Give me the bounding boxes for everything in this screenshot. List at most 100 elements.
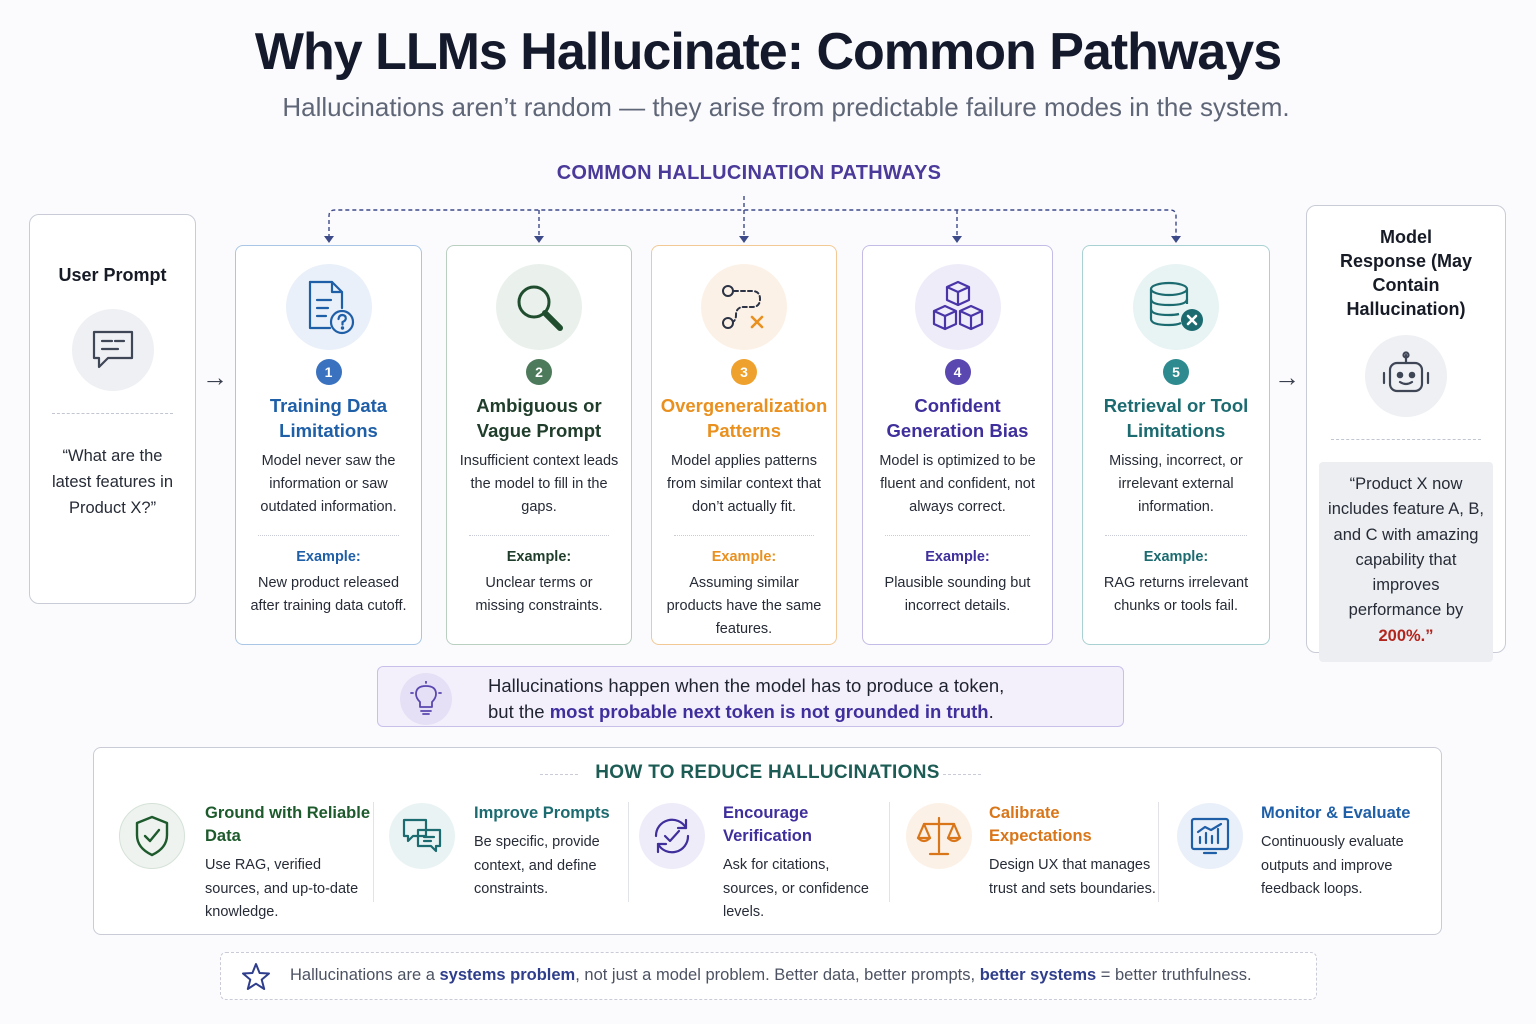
pathway-number-badge: 3	[731, 359, 757, 385]
insight-callout: Hallucinations happen when the model has…	[377, 666, 1124, 727]
chat-bubble-icon	[71, 309, 154, 391]
heading-rule-left	[540, 774, 578, 775]
pathway-divider	[1105, 535, 1247, 536]
insight-line-2: but the most probable next token is not …	[488, 699, 1004, 725]
reduce-item-description: Design UX that manages trust and sets bo…	[989, 857, 1156, 897]
lightbulb-icon	[400, 673, 452, 725]
footer-text: Hallucinations are a systems problem, no…	[290, 966, 1252, 985]
pathway-card-overgeneralization: 3 Overgeneralization Patterns Model appl…	[651, 245, 837, 645]
path-x-icon	[701, 264, 787, 350]
database-x-icon	[1133, 264, 1219, 350]
reduce-item-calibrate: Calibrate Expectations Design UX that ma…	[906, 800, 1161, 920]
model-response-quote-highlight: 200%.”	[1378, 626, 1434, 645]
pathway-number-badge: 1	[315, 359, 342, 385]
reduce-divider	[373, 802, 374, 902]
pathway-title: Ambiguous or Vague Prompt	[476, 395, 602, 441]
pathway-description: Model never saw the information or saw o…	[260, 453, 397, 515]
reduce-item-verification: Encourage Verification Ask for citations…	[639, 800, 889, 920]
reduce-hallucinations-panel: HOW TO REDUCE HALLUCINATIONS Ground with…	[93, 747, 1442, 935]
footer-highlight-2: better systems	[979, 966, 1097, 984]
page-subtitle: Hallucinations aren’t random — they aris…	[282, 92, 1290, 122]
chart-monitor-icon	[1177, 803, 1243, 869]
arrow-right-icon: →	[202, 362, 228, 392]
pathway-divider	[469, 535, 609, 536]
pathway-description: Model applies patterns from similar cont…	[667, 453, 821, 515]
footer-part-3: = better truthfulness.	[1096, 966, 1252, 984]
chat-edit-icon	[389, 803, 455, 869]
page-title: Why LLMs Hallucinate: Common Pathways	[254, 23, 1282, 81]
pathway-divider	[674, 535, 814, 536]
pathway-divider	[885, 535, 1030, 536]
reduce-item-improve-prompts: Improve Prompts Be specific, provide con…	[389, 800, 619, 920]
pathway-description: Missing, incorrect, or irrelevant extern…	[1109, 453, 1243, 515]
pathways-heading: COMMON HALLUCINATION PATHWAYS	[556, 162, 942, 184]
reduce-item-description: Use RAG, verified sources, and up-to-dat…	[205, 857, 359, 920]
pathway-title: Overgeneralization Patterns	[660, 395, 828, 441]
reduce-item-title: Encourage Verification	[723, 804, 812, 845]
pathway-title: Retrieval or Tool Limitations	[1103, 395, 1249, 441]
insight-line-2-prefix: but the	[488, 701, 550, 722]
pathway-card-training-data: 1 Training Data Limitations Model never …	[235, 245, 422, 645]
pathway-example: Assuming similar products have the same …	[666, 575, 822, 637]
cubes-icon	[914, 264, 1001, 350]
scales-icon	[906, 803, 972, 869]
reduce-divider	[889, 802, 890, 902]
pathway-example: New product released after training data…	[250, 575, 407, 614]
reduce-item-ground-data: Ground with Reliable Data Use RAG, verif…	[119, 800, 374, 920]
pathway-number-badge: 4	[944, 359, 971, 385]
user-prompt-title: User Prompt	[58, 265, 167, 285]
reduce-item-description: Ask for citations, sources, or confidenc…	[723, 857, 869, 920]
pathway-connector	[324, 196, 1181, 243]
user-prompt-quote: “What are the latest features in Product…	[51, 447, 174, 517]
insight-highlight: most probable next token is not grounded…	[549, 701, 989, 722]
insight-line-2-suffix: .	[988, 701, 994, 722]
model-response-divider	[1331, 439, 1481, 440]
insight-text: Hallucinations happen when the model has…	[488, 673, 1004, 725]
pathway-example-label: Example:	[506, 549, 572, 565]
magnifier-icon	[496, 264, 582, 350]
pathway-example: Plausible sounding but incorrect details…	[884, 575, 1031, 614]
footer-part-2: , not just a model problem. Better data,…	[575, 966, 980, 984]
pathway-title: Training Data Limitations	[269, 395, 388, 441]
pathway-example-label: Example:	[296, 549, 361, 565]
footer-part-1: Hallucinations are a	[290, 966, 440, 984]
model-response-card: Model Response (May Contain Hallucinatio…	[1306, 205, 1506, 663]
pathway-divider	[258, 535, 399, 536]
model-response-quote: “Product X now includes feature A, B, an…	[1319, 462, 1493, 663]
reduce-item-description: Be specific, provide context, and define…	[474, 834, 600, 897]
reduce-heading: HOW TO REDUCE HALLUCINATIONS	[595, 762, 940, 783]
reduce-divider	[628, 802, 629, 902]
pathway-card-retrieval-tool: 5 Retrieval or Tool Limitations Missing,…	[1082, 245, 1270, 645]
arrow-right-icon: →	[1274, 362, 1300, 392]
document-question-icon	[285, 264, 372, 350]
pathway-title: Confident Generation Bias	[886, 395, 1029, 441]
robot-icon	[1365, 335, 1447, 417]
model-response-quote-text: “Product X now includes feature A, B, an…	[1328, 475, 1484, 620]
footer-highlight-1: systems problem	[439, 966, 576, 984]
pathway-example-label: Example:	[1143, 549, 1209, 565]
reduce-divider	[1158, 802, 1159, 902]
insight-line-1: Hallucinations happen when the model has…	[488, 675, 1005, 696]
footer-callout: Hallucinations are a systems problem, no…	[220, 952, 1317, 1000]
reduce-item-title: Improve Prompts	[474, 804, 610, 822]
reduce-item-monitor: Monitor & Evaluate Continuously evaluate…	[1177, 800, 1417, 920]
pathway-number-badge: 2	[526, 359, 552, 385]
reduce-item-title: Ground with Reliable Data	[205, 804, 371, 845]
pathway-example: RAG returns irrelevant chunks or tools f…	[1103, 575, 1249, 614]
pathway-description: Insufficient context leads the model to …	[459, 453, 619, 515]
pathway-example: Unclear terms or missing constraints.	[475, 575, 603, 614]
check-cycle-icon	[639, 803, 705, 869]
model-response-title: Model Response (May Contain Hallucinatio…	[1339, 227, 1473, 319]
pathway-card-confident-bias: 4 Confident Generation Bias Model is opt…	[862, 245, 1053, 645]
user-prompt-card: User Prompt “What are the latest feature…	[29, 214, 196, 604]
shield-check-icon	[119, 803, 185, 869]
heading-rule-right	[943, 774, 981, 775]
reduce-item-description: Continuously evaluate outputs and improv…	[1261, 834, 1404, 897]
reduce-item-title: Monitor & Evaluate	[1261, 804, 1411, 822]
pathway-example-label: Example:	[711, 549, 777, 565]
star-icon	[242, 963, 270, 990]
pathway-number-badge: 5	[1163, 359, 1189, 385]
pathway-example-label: Example:	[925, 549, 990, 565]
pathway-card-ambiguous-prompt: 2 Ambiguous or Vague Prompt Insufficient…	[446, 245, 632, 645]
reduce-item-title: Calibrate Expectations	[989, 804, 1092, 845]
